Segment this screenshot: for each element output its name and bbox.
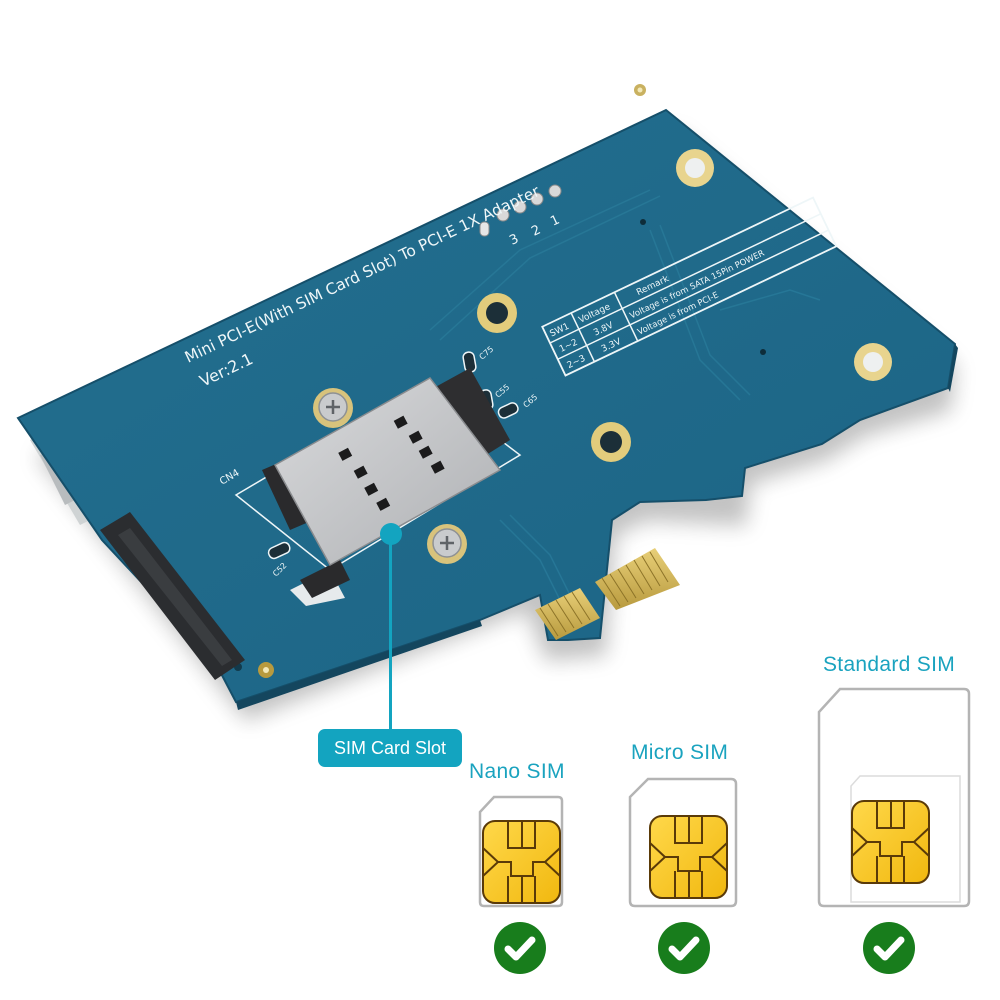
sim-chip-icon <box>482 820 561 904</box>
sim-chip-icon <box>649 815 728 899</box>
mounting-hole <box>676 149 714 187</box>
mounting-hole <box>854 343 892 381</box>
standard-sim-label: Standard SIM <box>823 653 955 676</box>
sim-card-standard <box>817 687 971 908</box>
callout-leader-line <box>389 534 392 730</box>
via-pad <box>234 84 766 678</box>
micro-sim-label: Micro SIM <box>631 741 729 764</box>
sim-card-nano <box>478 795 564 908</box>
nano-sim-label: Nano SIM <box>469 760 565 783</box>
jumper-header-sw1 <box>479 184 562 237</box>
check-circle-icon <box>658 922 710 974</box>
sata-connector <box>100 512 245 680</box>
pcb-board: Mini PCI-E(With SIM Card Slot) To PCI-E … <box>16 84 958 710</box>
mounting-hole <box>591 422 631 462</box>
sim-card-holder <box>262 368 510 598</box>
check-circle-icon <box>494 922 546 974</box>
mounting-hole <box>477 293 517 333</box>
screw <box>313 388 353 428</box>
pcie-x1-gold-fingers <box>535 548 680 640</box>
screw <box>427 524 467 564</box>
sim-chip-icon <box>851 800 930 884</box>
sim-card-slot-callout: SIM Card Slot <box>318 729 462 767</box>
check-circle-icon <box>863 922 915 974</box>
sim-card-micro <box>628 777 738 908</box>
